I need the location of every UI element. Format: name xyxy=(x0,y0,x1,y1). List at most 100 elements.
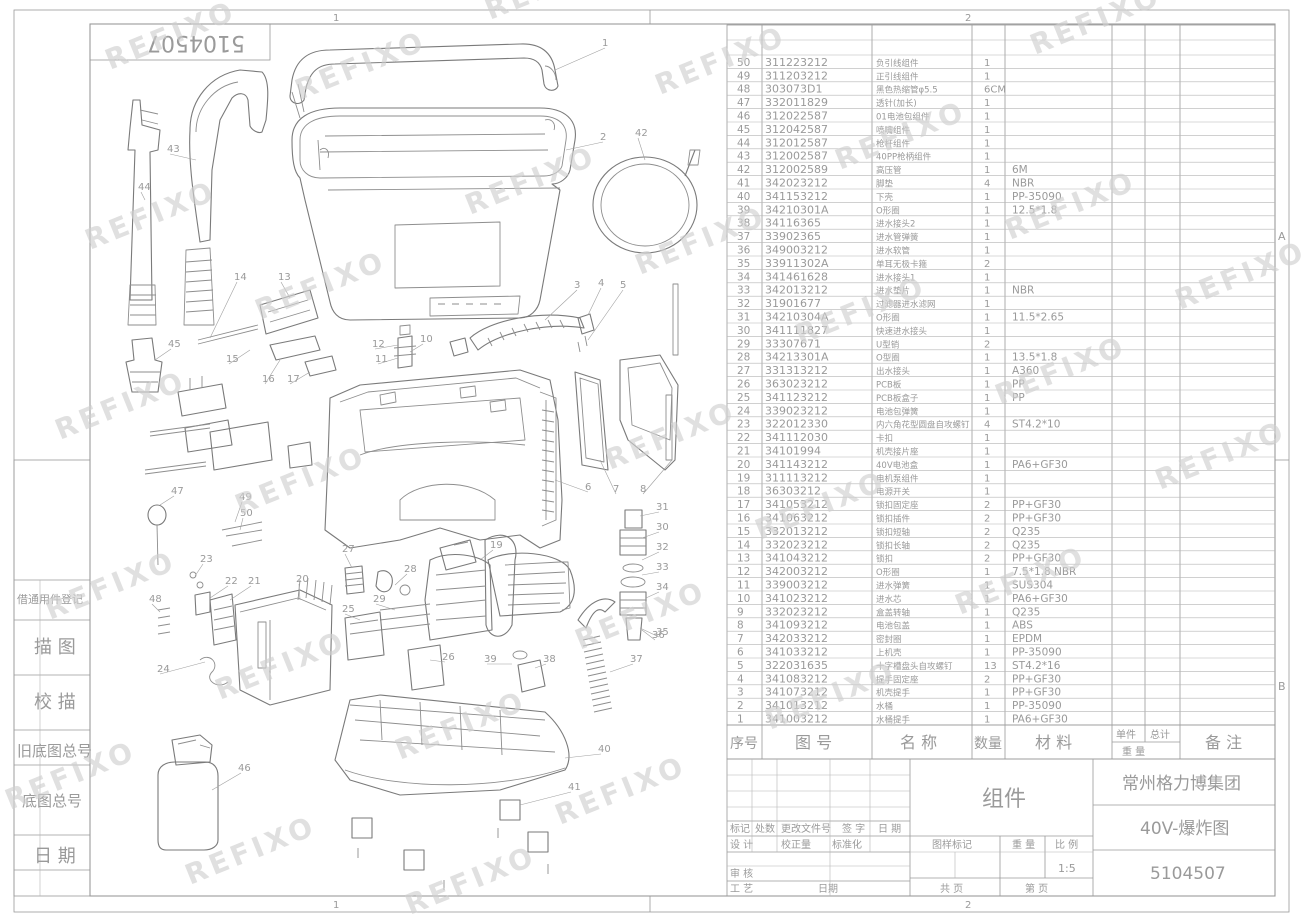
header-col: 名 称 xyxy=(900,733,937,752)
part-inlet-core xyxy=(393,324,417,369)
bom-qty: 1 xyxy=(984,98,990,109)
part-battery-pack xyxy=(157,734,219,851)
part-gun-handle xyxy=(183,69,269,326)
bom-material: SUS304 xyxy=(1012,580,1053,592)
bom-qty: 1 xyxy=(984,594,990,605)
part-battery-cover xyxy=(619,283,679,471)
bom-name: 高压管 xyxy=(876,165,902,176)
bom-qty: 1 xyxy=(984,112,990,123)
bom-code: 331313212 xyxy=(765,364,828,377)
bom-code: 342003212 xyxy=(765,565,828,578)
exploded-view xyxy=(125,43,701,890)
part-motor-pump xyxy=(424,534,575,641)
sign-label: 处数 xyxy=(755,822,775,835)
bom-name: 进水接头1 xyxy=(876,272,915,283)
sign-label: 日 期 xyxy=(878,823,901,835)
bom-no: 49 xyxy=(737,70,750,82)
bom-code: 34101994 xyxy=(765,445,821,458)
leader-line xyxy=(641,551,660,561)
bom-code: 303073D1 xyxy=(765,83,822,96)
leader-line xyxy=(554,479,589,493)
leader-line xyxy=(409,343,424,353)
header-col: 总计 xyxy=(1150,728,1170,741)
bom-code: 311223212 xyxy=(765,56,828,69)
bom-material: PA6+GF30 xyxy=(1012,714,1068,726)
callout-number: 49 xyxy=(239,492,252,503)
bom-no: 3 xyxy=(737,687,744,699)
bom-no: 41 xyxy=(737,178,750,190)
part-machine-handle xyxy=(449,313,595,357)
leader-line xyxy=(587,287,602,316)
sign-label: 标记 xyxy=(730,823,750,835)
bom-name: 锁扣固定座 xyxy=(876,500,919,511)
callout-number: 1 xyxy=(602,38,608,49)
bom-qty: 1 xyxy=(984,71,990,82)
bom-name: 进水弹簧 xyxy=(876,581,911,592)
bom-name: 密封圈 xyxy=(876,634,902,645)
leader-line xyxy=(565,141,604,151)
bom-no: 22 xyxy=(737,432,750,444)
leader-line xyxy=(639,511,660,517)
leader-line xyxy=(194,563,204,577)
bom-code: 332023212 xyxy=(765,538,828,551)
callout-number: 43 xyxy=(167,144,180,155)
bom-qty: 4 xyxy=(984,420,990,431)
bom-name: 进水垫片 xyxy=(876,286,910,297)
bom-name: 枪杆组件 xyxy=(876,138,911,149)
left-label: 底图总号 xyxy=(22,792,82,810)
bom-name: 下壳 xyxy=(876,192,894,203)
callout-number: 40 xyxy=(598,744,611,755)
bom-material: PP+GF30 xyxy=(1012,687,1061,699)
bom-no: 25 xyxy=(737,392,750,404)
leader-line xyxy=(344,613,361,621)
bom-name: 锁扣 xyxy=(876,554,893,565)
bom-material: PP xyxy=(1012,379,1025,391)
leader-line xyxy=(645,591,660,599)
leader-line xyxy=(637,137,646,161)
callout-number: 44 xyxy=(138,182,151,193)
bom-qty: 1 xyxy=(984,125,990,136)
bom-code: 341111827 xyxy=(765,324,828,337)
bom-code: 33902365 xyxy=(765,230,821,243)
bom-no: 34 xyxy=(737,271,751,283)
bom-no: 18 xyxy=(737,486,750,498)
bom-code: 34210304A xyxy=(765,311,829,324)
bom-no: 16 xyxy=(737,513,751,525)
bom-name: 出水接头 xyxy=(876,366,911,377)
bom-no: 39 xyxy=(737,204,750,216)
header-col: 备 注 xyxy=(1205,733,1242,752)
bom-code: 312012587 xyxy=(765,136,828,149)
bom-qty: 1 xyxy=(984,607,990,618)
bom-code: 341033212 xyxy=(765,646,828,659)
bom-code: 33911302A xyxy=(765,257,829,270)
leader-line xyxy=(209,585,229,599)
watermark: REFIXO xyxy=(1150,414,1291,497)
part-lead-wires xyxy=(221,521,263,547)
leader-line xyxy=(641,531,660,539)
bom-material: PP xyxy=(1012,392,1025,404)
bom-code: 341043212 xyxy=(765,552,828,565)
bom-code: 311113212 xyxy=(765,471,828,484)
leader-line xyxy=(154,348,172,361)
bom-qty: 2 xyxy=(984,514,990,525)
header-col: 单件 xyxy=(1116,729,1136,741)
leader-line xyxy=(298,583,301,601)
bom-qty: 1 xyxy=(984,648,990,659)
bom-material: Q235 xyxy=(1012,526,1040,538)
callout-number: 25 xyxy=(342,604,355,615)
bom-qty: 1 xyxy=(984,715,990,726)
part-inlet-hose xyxy=(577,598,616,713)
bom-name: 卡扣 xyxy=(876,433,893,444)
callout-number: 47 xyxy=(171,486,184,497)
watermark: REFIXO xyxy=(230,439,371,522)
callout-number: 30 xyxy=(656,522,669,533)
bom-no: 11 xyxy=(737,580,750,592)
